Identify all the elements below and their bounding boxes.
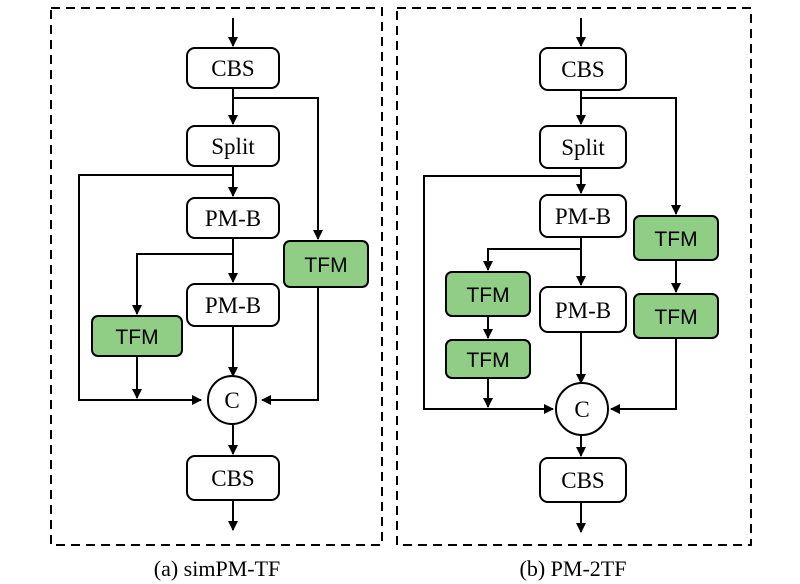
- cbs-top-label: CBS: [211, 56, 254, 81]
- concat-label: C: [224, 388, 239, 413]
- cbs-top-node: CBS: [186, 47, 280, 89]
- pmb-node-1: PM-B: [539, 194, 627, 238]
- pmb-node-2: PM-B: [186, 283, 280, 327]
- tfm-left-node: TFM: [91, 315, 183, 357]
- split-node: Split: [539, 125, 627, 169]
- tfm-right-node-1: TFM: [633, 215, 719, 261]
- panel-b-frame: [396, 7, 752, 546]
- tfm-right-label-2: TFM: [654, 306, 697, 329]
- tfm-right-label: TFM: [304, 254, 347, 277]
- pmb-label-1: PM-B: [205, 206, 261, 231]
- tfm-right-label-1: TFM: [654, 228, 697, 251]
- cbs-bottom-node: CBS: [539, 457, 627, 503]
- cbs-bottom-node: CBS: [186, 455, 280, 501]
- cbs-top-node: CBS: [539, 47, 627, 91]
- pmb-node-2: PM-B: [539, 286, 627, 333]
- cbs-bottom-label: CBS: [561, 468, 604, 493]
- panel-a-caption: (a) simPM-TF: [154, 556, 281, 581]
- split-label: Split: [211, 134, 255, 159]
- split-label: Split: [561, 135, 605, 160]
- panel-b: CBS Split PM-B TFM TFM PM-B TFM TFM: [396, 7, 752, 581]
- cbs-top-label: CBS: [561, 57, 604, 82]
- concat-node: C: [207, 375, 257, 425]
- panel-b-connections: [423, 18, 681, 533]
- pmb-node-1: PM-B: [186, 197, 280, 239]
- tfm-right-node: TFM: [283, 240, 369, 288]
- cbs-bottom-label: CBS: [211, 466, 254, 491]
- tfm-left-node-2: TFM: [445, 339, 531, 379]
- pmb-label-2: PM-B: [555, 298, 611, 323]
- tfm-left-label-1: TFM: [466, 284, 509, 307]
- panel-a: CBS Split PM-B TFM PM-B TFM C CBS: [50, 7, 383, 581]
- pmb-label-1: PM-B: [555, 204, 611, 229]
- panel-a-frame: [50, 7, 383, 546]
- tfm-left-label-2: TFM: [466, 349, 509, 372]
- tfm-left-node-1: TFM: [445, 271, 531, 317]
- panel-b-caption: (b) PM-2TF: [520, 556, 627, 581]
- pmb-label-2: PM-B: [205, 293, 261, 318]
- concat-node: C: [555, 382, 609, 436]
- panel-a-connections: [78, 18, 323, 531]
- split-node: Split: [186, 125, 280, 167]
- concat-label: C: [574, 397, 589, 422]
- tfm-left-label: TFM: [115, 326, 158, 349]
- tfm-right-node-2: TFM: [633, 293, 719, 339]
